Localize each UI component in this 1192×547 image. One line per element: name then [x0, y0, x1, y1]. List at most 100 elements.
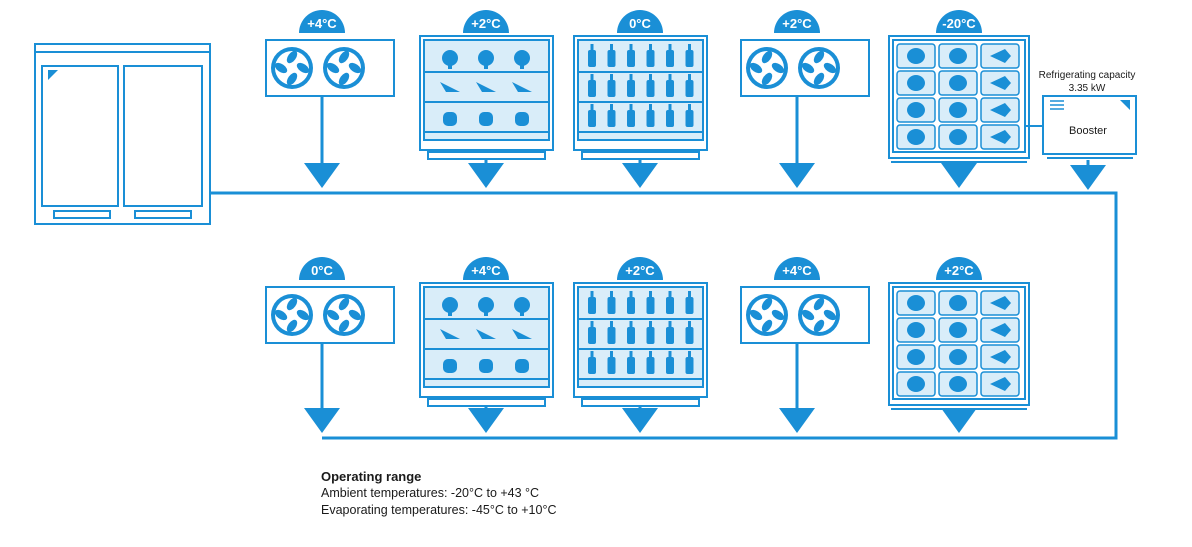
fan-unit-bottom-row-4: +4°C — [740, 257, 870, 433]
fish-icon — [990, 49, 1011, 63]
meat-icon — [949, 295, 967, 311]
broccoli-icon — [442, 297, 458, 313]
bottle-icon — [588, 357, 596, 374]
temperature-badge — [299, 10, 345, 33]
bottle-icon — [646, 50, 655, 67]
freezer-cabinet-top-row-5: -20°C — [888, 10, 1030, 188]
bottle-icon — [627, 110, 635, 127]
fish-icon — [990, 377, 1011, 391]
meat-icon — [949, 349, 967, 365]
flow-arrow-icon — [622, 163, 658, 188]
bottle-icon — [646, 80, 655, 97]
bottle-icon — [646, 297, 655, 314]
temperature-label: +2°C — [782, 16, 812, 31]
flow-arrow-icon — [1070, 165, 1106, 190]
flow-arrow-icon — [941, 408, 977, 433]
bottle-icon — [627, 50, 635, 67]
showcase-base — [427, 398, 546, 407]
brand-logo-icon — [48, 70, 58, 80]
showcase-base — [427, 151, 546, 160]
evaporating-temperatures: Evaporating temperatures: -45°C to +10°C — [321, 503, 557, 517]
fan-unit-bottom-row-1: 0°C — [265, 257, 395, 433]
fish-icon — [990, 103, 1011, 117]
pepper-icon — [515, 112, 529, 126]
broccoli-icon — [514, 50, 530, 66]
bottle-icon — [607, 110, 616, 127]
meat-icon — [949, 322, 967, 338]
broccoli-icon — [442, 50, 458, 66]
booster-capacity-label: Refrigerating capacity — [1039, 70, 1136, 81]
meat-icon — [949, 75, 967, 91]
bottle-icon — [666, 110, 674, 127]
temperature-badge — [463, 257, 509, 280]
carrot-icon — [512, 82, 532, 92]
pepper-icon — [443, 359, 457, 373]
fish-icon — [990, 323, 1011, 337]
fan-unit-top-row-1: +4°C — [265, 10, 395, 188]
flow-arrow-icon — [779, 163, 815, 188]
bottle-icon — [685, 327, 694, 344]
outdoor-unit-vent-right — [134, 210, 192, 219]
temperature-badge — [617, 257, 663, 280]
operating-range-info: Operating range Ambient temperatures: -2… — [321, 468, 556, 519]
brand-logo-icon — [1120, 100, 1130, 110]
carrot-icon — [512, 329, 532, 339]
flow-arrow-icon — [779, 408, 815, 433]
freezer-cabinet-bottom-row-5: +2°C — [888, 257, 1030, 433]
showcase-interior — [577, 286, 704, 388]
main-loop-pipe — [208, 191, 1118, 440]
carrot-icon — [440, 82, 460, 92]
broccoli-icon — [478, 50, 494, 66]
flow-arrow-icon — [304, 163, 340, 188]
bottle-icon — [627, 80, 635, 97]
carrot-icon — [440, 329, 460, 339]
temperature-label: +2°C — [944, 263, 974, 278]
temperature-label: 0°C — [311, 263, 333, 278]
bottle-icon — [607, 50, 616, 67]
meat-icon — [949, 129, 967, 145]
temperature-label: 0°C — [629, 16, 651, 31]
fan-unit-top-row-4: +2°C — [740, 10, 870, 188]
temperature-badge — [936, 257, 982, 280]
bottle-icon — [685, 297, 694, 314]
temperature-badge — [936, 10, 982, 33]
temperature-badge — [774, 10, 820, 33]
bottle-icon — [646, 327, 655, 344]
bottle-icon — [588, 50, 596, 67]
bottle-icon — [607, 80, 616, 97]
flow-arrow-icon — [468, 163, 504, 188]
fish-icon — [990, 350, 1011, 364]
bottle-icon — [646, 357, 655, 374]
outdoor-unit-vent-left — [53, 210, 111, 219]
temperature-badge — [463, 10, 509, 33]
meat-icon — [907, 376, 925, 392]
flow-arrow-icon — [941, 163, 977, 188]
fish-icon — [990, 76, 1011, 90]
temperature-badge — [299, 257, 345, 280]
meat-icon — [907, 75, 925, 91]
temperature-label: +4°C — [471, 263, 501, 278]
fish-icon — [990, 130, 1011, 144]
produce-showcase-top-row-2: +2°C — [419, 10, 554, 188]
bottle-showcase-bottom-row-3: +2°C — [573, 257, 708, 433]
bottle-icon — [588, 80, 596, 97]
showcase-base — [581, 151, 700, 160]
bottle-icon — [588, 110, 596, 127]
bottle-icon — [666, 50, 674, 67]
meat-icon — [949, 48, 967, 64]
temperature-label: +2°C — [625, 263, 655, 278]
meat-icon — [949, 102, 967, 118]
bottle-icon — [685, 357, 694, 374]
meat-icon — [907, 129, 925, 145]
carrot-icon — [476, 329, 496, 339]
temperature-badge — [617, 10, 663, 33]
fish-icon — [990, 296, 1011, 310]
bottle-icon — [666, 297, 674, 314]
carrot-icon — [476, 82, 496, 92]
bottle-icon — [685, 50, 694, 67]
bottle-icon — [666, 80, 674, 97]
flow-arrow-icon — [468, 408, 504, 433]
